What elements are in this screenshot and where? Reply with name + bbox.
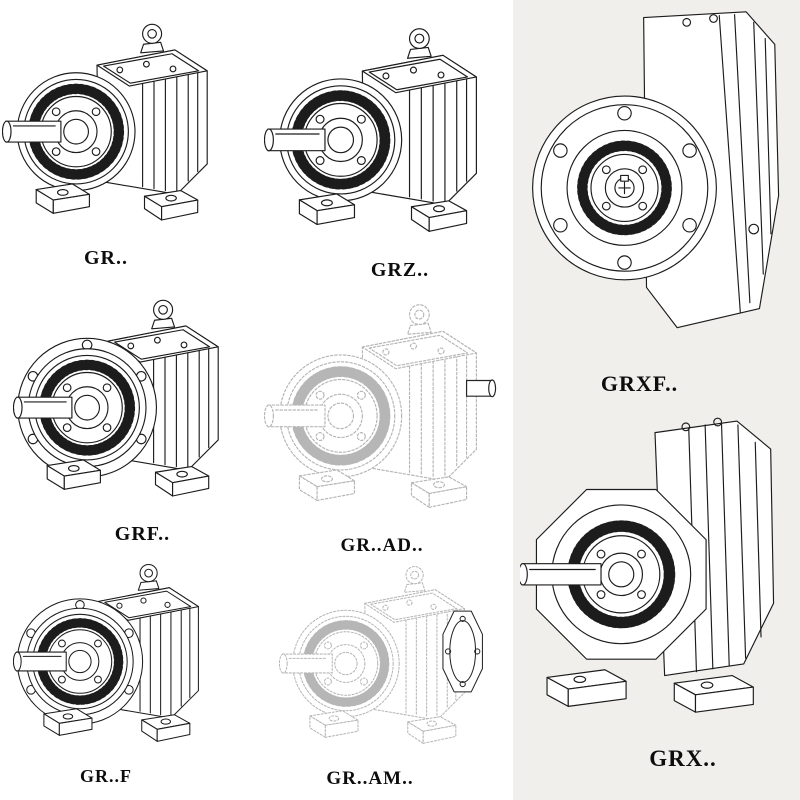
cell-grxf: GRXF..	[515, 4, 800, 397]
gearbox-drawing-gr	[2, 23, 208, 221]
gearbox-drawing-gram	[279, 566, 483, 744]
model-label-gram: GR..AM..	[326, 768, 414, 789]
input-shaft-adapter	[465, 379, 497, 398]
motor-adapter-flange	[442, 610, 483, 693]
model-label-grx: GRX..	[649, 746, 717, 771]
gearbox-drawing-grf	[12, 299, 219, 497]
cell-gr: GR..	[0, 6, 232, 270]
cell-grad: GR..AD..	[252, 286, 512, 557]
cell-gram: GR..AM..	[252, 550, 512, 790]
gearbox-drawing-grz	[264, 28, 477, 232]
model-label-grz: GRZ..	[370, 259, 430, 281]
model-label-grf: GRF..	[114, 523, 171, 545]
cell-grz: GRZ..	[252, 10, 512, 282]
gearbox-drawing-grad	[264, 304, 497, 508]
gearbox-drawing-grff	[13, 564, 199, 742]
model-label-grad: GR..AD..	[340, 535, 424, 556]
model-label-grxf: GRXF..	[600, 371, 679, 396]
model-label-grff: GR..F	[80, 766, 132, 786]
model-label-gr: GR..	[84, 247, 128, 269]
gearbox-drawing-grx	[520, 396, 790, 743]
cell-grx: GRX..	[515, 396, 795, 772]
cell-grff: GR..F	[0, 548, 232, 787]
gearbox-drawing-grxf	[524, 4, 792, 368]
cell-grf: GRF..	[4, 282, 249, 546]
